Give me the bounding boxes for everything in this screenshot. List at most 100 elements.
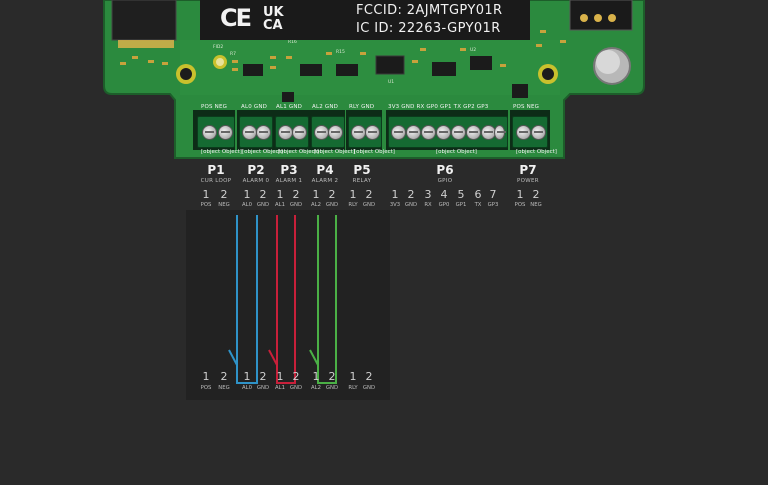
connector-header-p2: P2 ALARM 0	[236, 164, 276, 185]
screw-icon	[436, 125, 451, 140]
screw-icon	[328, 125, 343, 140]
switch-pin-number: 2	[292, 370, 300, 383]
switch-pin-label: GND	[325, 385, 339, 391]
pin-number: 2	[407, 188, 415, 201]
pin-silk-p5: RLY GND	[349, 104, 375, 110]
ic-id: IC ID: 22263-GPY01R	[356, 21, 501, 36]
pin-label: GND	[404, 202, 418, 208]
terminal-block-p6	[388, 116, 508, 148]
screw-icon	[242, 125, 257, 140]
switch-pin-label: AL2	[311, 385, 321, 391]
component-label: R7	[230, 52, 236, 57]
pin-label: GND	[289, 202, 303, 208]
connector-id: P6	[436, 163, 454, 177]
pin-number: 1	[312, 188, 320, 201]
screw-icon	[292, 125, 307, 140]
screw-icon	[351, 125, 366, 140]
pin-silk-p2: AL0 GND	[241, 104, 268, 110]
pin-number: 2	[365, 188, 373, 201]
pin-label: RX	[424, 202, 432, 208]
connector-name: RELAY	[352, 178, 372, 184]
pin-silk-p4: AL2 GND	[312, 104, 339, 110]
connector-name: ALARM 2	[311, 178, 339, 184]
connector-header-p4: P4 ALARM 2	[306, 164, 344, 185]
component-label: U1	[388, 80, 395, 85]
switch-pin-number: 1	[276, 370, 284, 383]
terminal-block-p5	[348, 116, 382, 148]
component-label: U2	[470, 48, 477, 53]
switch-wire-p3	[268, 215, 296, 384]
screw-icon	[494, 125, 506, 140]
pin-number: 1	[243, 188, 251, 201]
group-silk-p1: [object Object]	[201, 149, 242, 155]
connector-name: GPIO	[437, 178, 453, 184]
pin-label: NEG	[218, 202, 230, 208]
pin-label: NEG	[530, 202, 542, 208]
screw-icon	[278, 125, 293, 140]
pin-number: 3	[424, 188, 432, 201]
pin-number: 2	[259, 188, 267, 201]
switch-pin-label: RLY	[348, 385, 358, 391]
pin-silk-p3: AL1 GND	[276, 104, 303, 110]
connector-name: ALARM 0	[242, 178, 270, 184]
terminal-block-p1	[197, 116, 235, 148]
pin-label: POS	[514, 202, 526, 208]
screw-icon	[314, 125, 329, 140]
switch-wiring-diagram	[186, 210, 390, 400]
pin-number: 1	[391, 188, 399, 201]
pin-number: 1	[349, 188, 357, 201]
switch-pin-number: 2	[259, 370, 267, 383]
switch-pin-number: 2	[365, 370, 373, 383]
connector-header-p3: P3 ALARM 1	[270, 164, 308, 185]
terminal-block-p7	[512, 116, 548, 148]
pin-number: 5	[457, 188, 465, 201]
connector-id: P4	[316, 163, 334, 177]
group-silk-p5: [object Object]	[354, 149, 395, 155]
screw-icon	[421, 125, 436, 140]
pin-number: 1	[516, 188, 524, 201]
screw-icon	[256, 125, 271, 140]
screw-icon	[531, 125, 546, 140]
connector-name: CUR LOOP	[200, 178, 232, 184]
connector-header-p1: P1 CUR LOOP	[195, 164, 237, 185]
connector-header-p6: P6 GPIO	[426, 164, 464, 185]
connector-id: P1	[207, 163, 225, 177]
pin-label: GND	[362, 202, 376, 208]
pin-number: 7	[489, 188, 497, 201]
switch-pin-label: NEG	[218, 385, 230, 391]
connector-name: ALARM 1	[275, 178, 303, 184]
switch-pin-number: 1	[243, 370, 251, 383]
certification-panel	[200, 0, 530, 40]
terminal-block-p3	[275, 116, 309, 148]
switch-pin-label: GND	[256, 385, 270, 391]
connector-name: POWER	[517, 178, 539, 184]
pin-label: 3V3	[389, 202, 401, 208]
pin-number: 2	[292, 188, 300, 201]
component-label: FID2	[213, 45, 224, 50]
ukca-line: CA	[263, 18, 283, 33]
switch-pin-number: 1	[349, 370, 357, 383]
switch-pin-number: 2	[328, 370, 336, 383]
screw-icon	[218, 125, 233, 140]
pin-silk-p7: POS NEG	[513, 104, 540, 110]
switch-pin-label: AL0	[242, 385, 252, 391]
pin-number: 6	[474, 188, 482, 201]
switch-pin-number: 1	[202, 370, 210, 383]
connector-header-p5: P5 RELAY	[343, 164, 381, 185]
pin-label: AL1	[275, 202, 285, 208]
switch-pin-label: POS	[200, 385, 212, 391]
pin-number: 4	[440, 188, 448, 201]
pin-label: AL2	[311, 202, 321, 208]
switch-wire-p2	[228, 215, 258, 384]
screw-icon	[365, 125, 380, 140]
pin-number: 1	[276, 188, 284, 201]
terminal-block-p4	[311, 116, 345, 148]
pin-label: AL0	[242, 202, 252, 208]
ukca-line: UK	[263, 5, 284, 20]
switch-pin-number: 2	[220, 370, 228, 383]
group-silk-p6: [object Object]	[436, 149, 477, 155]
group-silk-p2: [object Object]	[242, 149, 283, 155]
pin-label: GP0	[438, 202, 450, 208]
pin-silk-p6: 3V3 GND RX GP0 GP1 TX GP2 GP3	[388, 104, 489, 110]
component-label: R16	[288, 40, 297, 45]
